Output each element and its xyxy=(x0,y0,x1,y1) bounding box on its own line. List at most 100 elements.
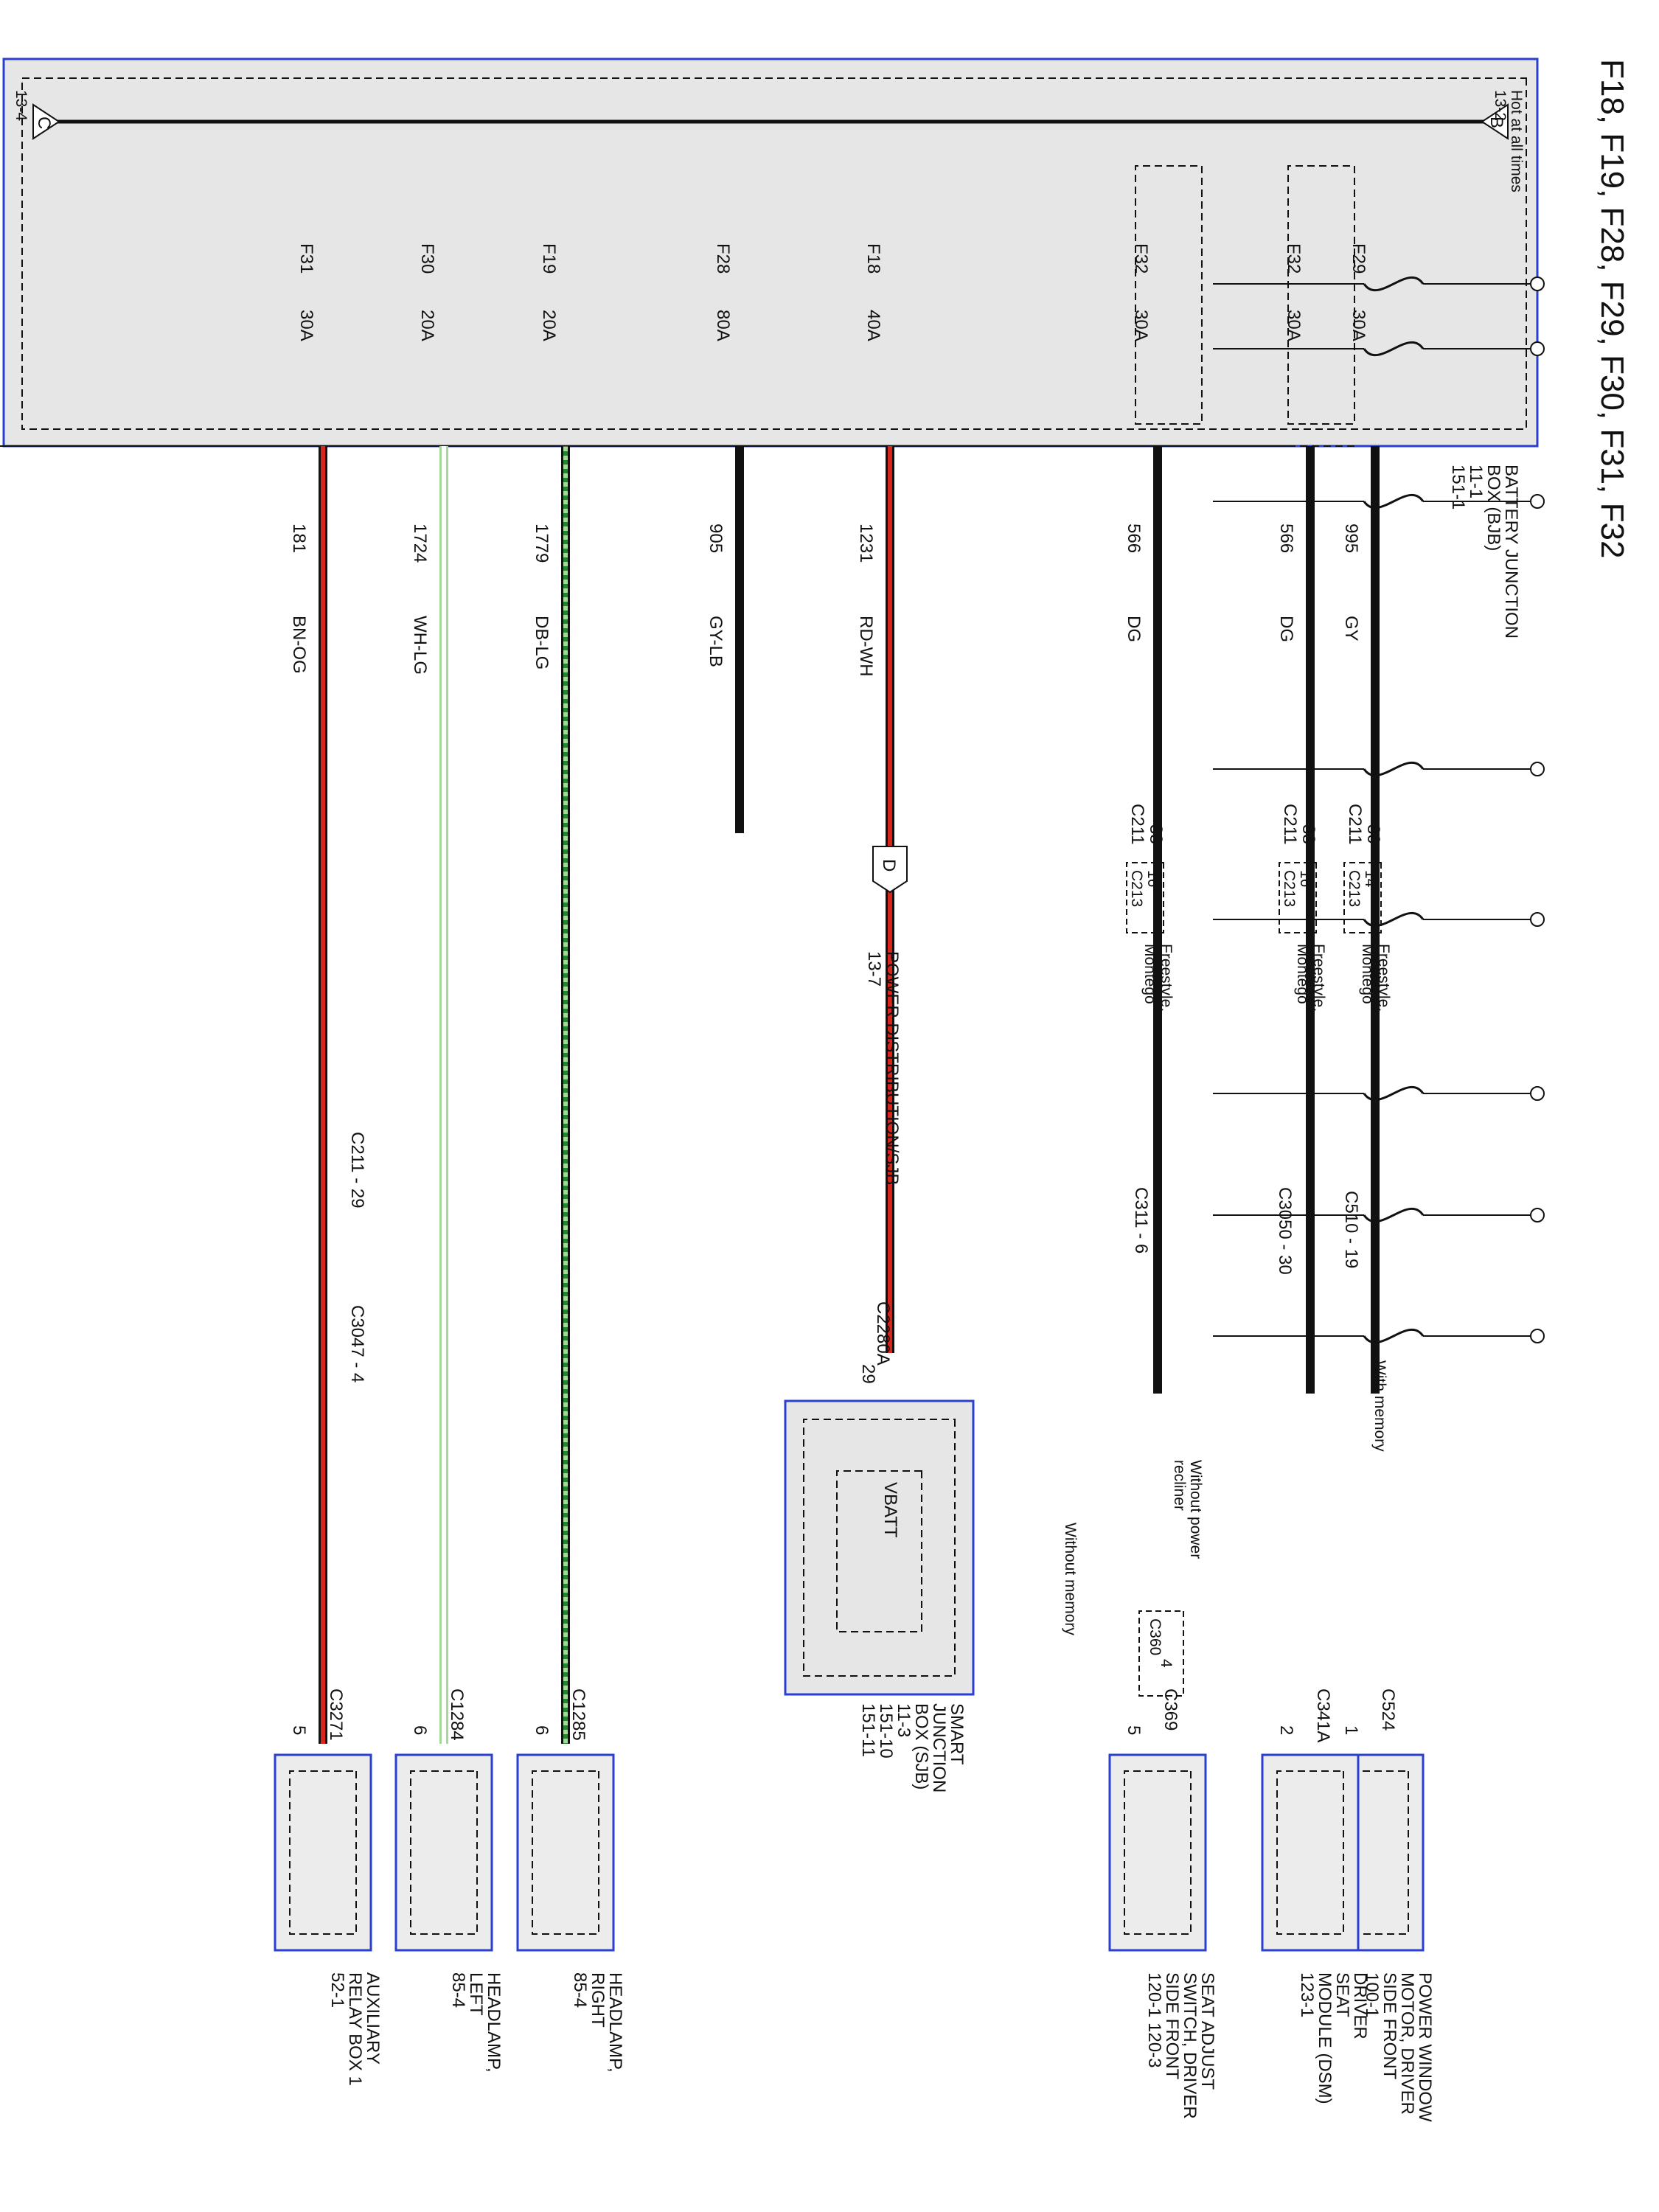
bus-tag-c-flag xyxy=(32,103,60,140)
component-pin: 6 xyxy=(410,1725,430,1735)
component-name: 100-1 xyxy=(1362,1972,1382,2017)
component-name: SEAT xyxy=(1332,1972,1352,2017)
component-name: LEFT xyxy=(466,1972,486,2016)
wire-circuit: 1724 xyxy=(410,524,430,563)
bus-junction xyxy=(1530,276,1545,291)
fuse-icon xyxy=(1363,1085,1425,1102)
component-name: HEADLAMP, xyxy=(605,1972,625,2073)
bjb-name-1: BATTERY JUNCTION xyxy=(1501,465,1521,639)
bus-junction xyxy=(1530,1329,1545,1343)
wire-color: GY xyxy=(1341,616,1361,641)
c211-label-col3: C211 xyxy=(1127,804,1147,845)
fuse-layer: F2930AF3230AF3230AF1840AF2880AF1920AF302… xyxy=(296,243,1545,1344)
bjb-name-2: BOX (BJB) xyxy=(1484,465,1503,551)
fuse-rating: 20A xyxy=(417,310,437,341)
component-inner xyxy=(532,1770,599,1935)
c213-label-col2: C213 xyxy=(1281,870,1298,907)
component-name: 120-1 120-3 xyxy=(1144,1972,1164,2067)
fuse-id: F31 xyxy=(296,243,316,274)
wire-circuit: 566 xyxy=(1276,524,1296,553)
without-memory-fuse-group xyxy=(1135,165,1203,425)
hot-label: Hot at all times xyxy=(1508,90,1525,192)
component-connector: C1284 xyxy=(447,1688,467,1741)
bus-junction xyxy=(1530,762,1545,776)
fuse-rating: 80A xyxy=(713,310,733,341)
component-name: DRIVER xyxy=(1350,1972,1370,2039)
without-memory-label: Without memory xyxy=(1062,1523,1079,1635)
component-box xyxy=(1108,1753,1207,1952)
sjb-pin: 29 xyxy=(858,1364,878,1384)
sjb-vbatt-box xyxy=(836,1470,922,1632)
sjb-name-3: BOX (SJB) xyxy=(911,1703,931,1790)
power-dist-flag xyxy=(872,846,908,894)
c213-box-col3 xyxy=(1126,862,1164,933)
component-pin: 2 xyxy=(1276,1725,1296,1735)
vehicles-line1-col2: Freestyle, xyxy=(1310,944,1327,1012)
wire-circuit: 995 xyxy=(1341,524,1361,553)
wire-color: DG xyxy=(1124,616,1144,642)
sjb-name-4: 11-3 xyxy=(894,1703,914,1737)
wire-color: BN-OG xyxy=(289,616,309,674)
component-name: SWITCH, DRIVER xyxy=(1180,1972,1200,2119)
fuse-icon xyxy=(1363,341,1425,357)
wire-circuit: 1231 xyxy=(856,524,876,563)
component-box xyxy=(516,1753,615,1952)
fuse-id: F32 xyxy=(1131,243,1151,274)
component-connector: C524 xyxy=(1378,1688,1398,1731)
c213-label-col3: C213 xyxy=(1128,870,1145,907)
bus-junction xyxy=(1530,494,1545,509)
c211-pin-col1: 30 xyxy=(1363,824,1383,844)
c213-label-col1: C213 xyxy=(1346,870,1363,907)
c360-label: C360 xyxy=(1147,1618,1164,1655)
bus-junction xyxy=(1530,912,1545,927)
sjb-name-5: 151-10 xyxy=(876,1703,896,1759)
sjb-outer-dashed xyxy=(803,1419,956,1677)
fuse-id: F19 xyxy=(539,243,559,274)
fuse-icon xyxy=(1363,1207,1425,1223)
fuse-id: F32 xyxy=(1284,243,1304,274)
with-memory-fuse-group xyxy=(1287,165,1355,425)
fuse-id: F30 xyxy=(417,243,437,274)
sjb-connector: C2280A xyxy=(873,1301,893,1366)
page-title: F18, F19, F28, F29, F30, F31, F32 xyxy=(1594,59,1630,558)
without-recliner-1: Without power xyxy=(1187,1460,1204,1559)
c211-label-col1: C211 xyxy=(1345,804,1365,845)
bjb-box xyxy=(2,58,1539,448)
c213-pin-col1: 14 xyxy=(1362,870,1379,888)
fuse-id: F28 xyxy=(713,243,733,274)
component-name: AUXILIARY xyxy=(363,1972,383,2065)
component-name: 85-4 xyxy=(448,1972,468,2008)
vehicles-line1-col3: Freestyle, xyxy=(1158,944,1175,1012)
fuse-rating: 20A xyxy=(539,310,559,341)
c213-pin-col3: 16 xyxy=(1144,870,1161,887)
component-box xyxy=(274,1753,372,1952)
vehicles-line2-col3: Montego xyxy=(1141,944,1158,1004)
component-pin: 5 xyxy=(1124,1725,1144,1735)
bjb-name-4: 151-1 xyxy=(1448,465,1468,509)
bjb-inner-outline xyxy=(21,77,1527,430)
component-name: 85-4 xyxy=(570,1972,590,2008)
bus-tag-b-flag xyxy=(1481,103,1509,140)
component-box xyxy=(394,1753,493,1952)
wire-color: RD-WH xyxy=(856,616,876,677)
power-dist-tag: D xyxy=(879,859,899,872)
fuse-icon xyxy=(1363,1328,1425,1344)
component-connector: C369 xyxy=(1161,1688,1180,1731)
power-dist-ref: 13-7 xyxy=(864,951,884,987)
component-name: 123-1 xyxy=(1297,1972,1317,2017)
component-name: MODULE (DSM) xyxy=(1315,1972,1335,2104)
fuse-id: F29 xyxy=(1349,243,1368,274)
bus-junction xyxy=(1530,341,1545,356)
component-inner xyxy=(1124,1770,1192,1935)
c211-pin-col3: 38 xyxy=(1146,824,1166,844)
c510-label: C510 - 19 xyxy=(1341,1191,1361,1268)
fuse-icon xyxy=(1363,911,1425,928)
wire-color: DB-LG xyxy=(532,616,552,669)
wire-circuit: 566 xyxy=(1124,524,1144,553)
component-inner xyxy=(1276,1770,1344,1935)
component-name: 52-1 xyxy=(327,1972,347,2008)
power-dist-name: POWER DISTRIBUTION/SJB xyxy=(882,951,902,1185)
